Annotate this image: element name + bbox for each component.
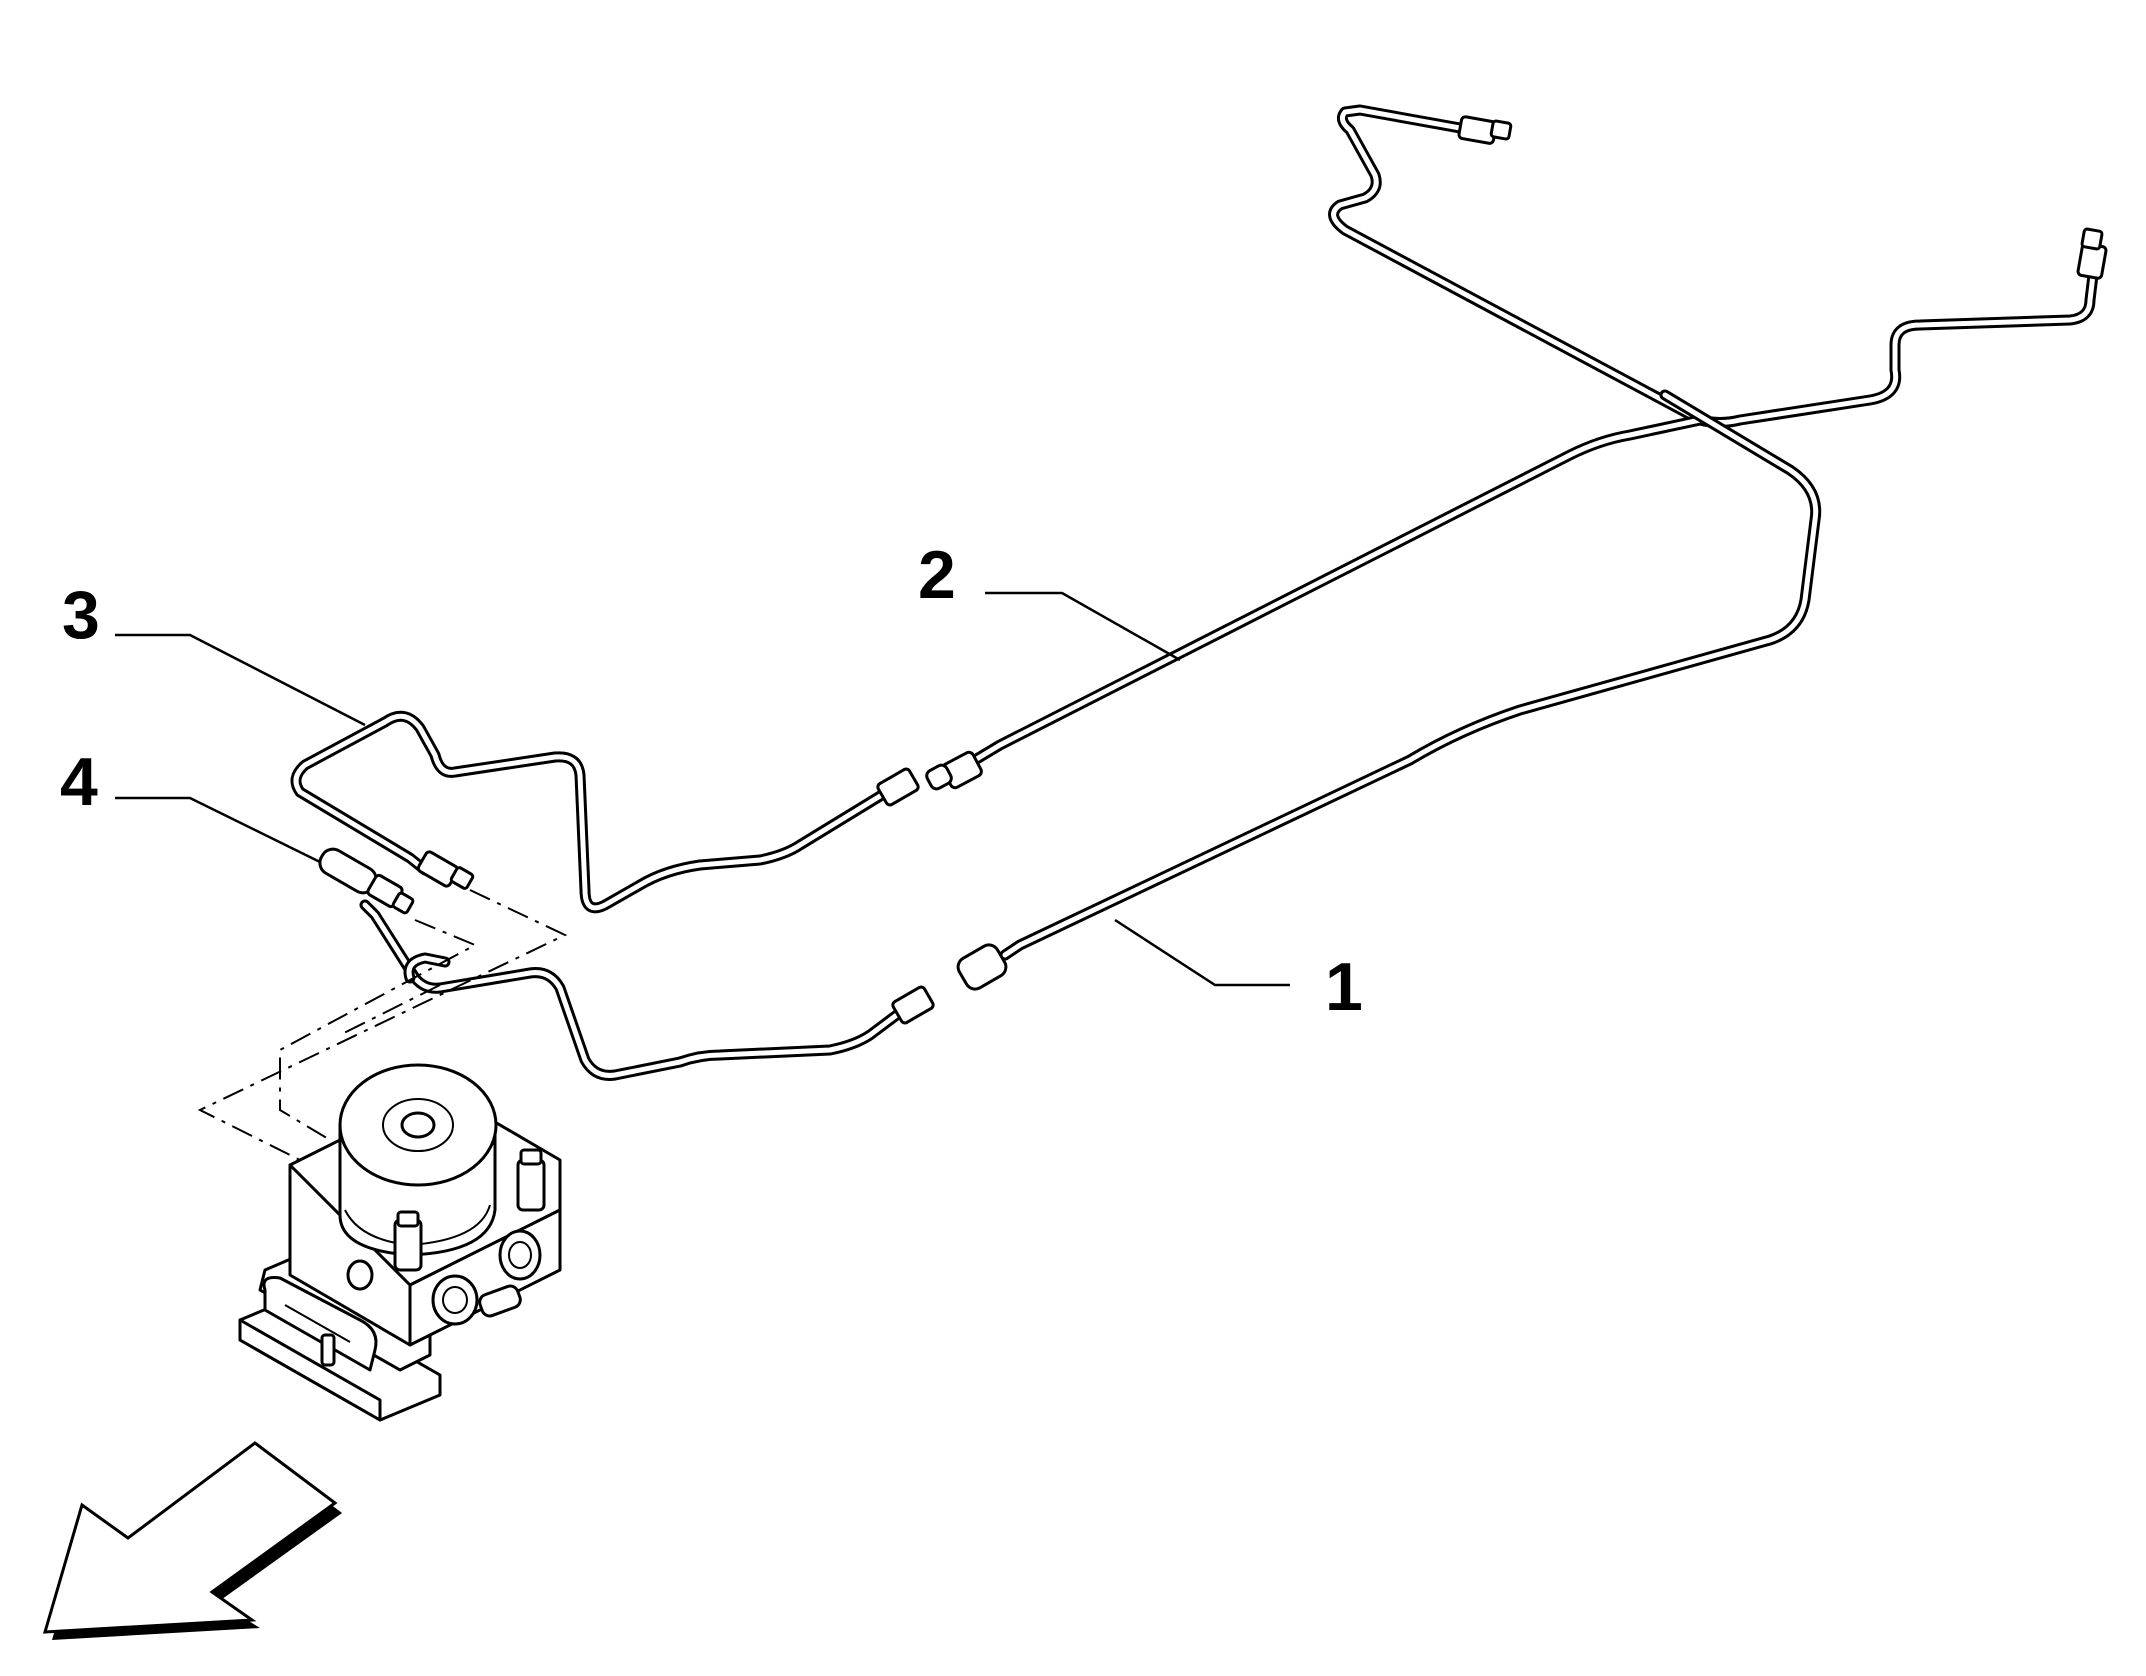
pipe-2-end-fitting-b [2076, 227, 2108, 280]
direction-arrow-icon [42, 1441, 342, 1640]
callout-4-label: 4 [60, 744, 98, 820]
callout-2-label: 2 [918, 537, 956, 613]
callout-leaders [115, 591, 1290, 987]
brake-pipe-2[interactable] [925, 104, 2108, 791]
assembly-guide-lines [197, 889, 568, 1181]
callout-3-label: 3 [62, 577, 100, 653]
pipe-3-fitting-left [416, 850, 475, 890]
brake-pipe-1[interactable] [954, 389, 1822, 993]
brake-pipe-4[interactable] [316, 845, 935, 1081]
pipe-4-fitting-right [891, 985, 935, 1025]
abs-hydraulic-unit[interactable] [238, 1063, 562, 1422]
pipe-2-center-fitting [925, 750, 983, 791]
pipe-3-fitting-right [876, 767, 920, 807]
pipe-2-end-fitting-a [1457, 115, 1513, 145]
pipe-1-end-cap [956, 943, 1008, 991]
brake-pipe-3[interactable] [290, 710, 920, 914]
pipe-4-fitting-left [318, 847, 415, 915]
callout-1-label: 1 [1325, 949, 1363, 1025]
